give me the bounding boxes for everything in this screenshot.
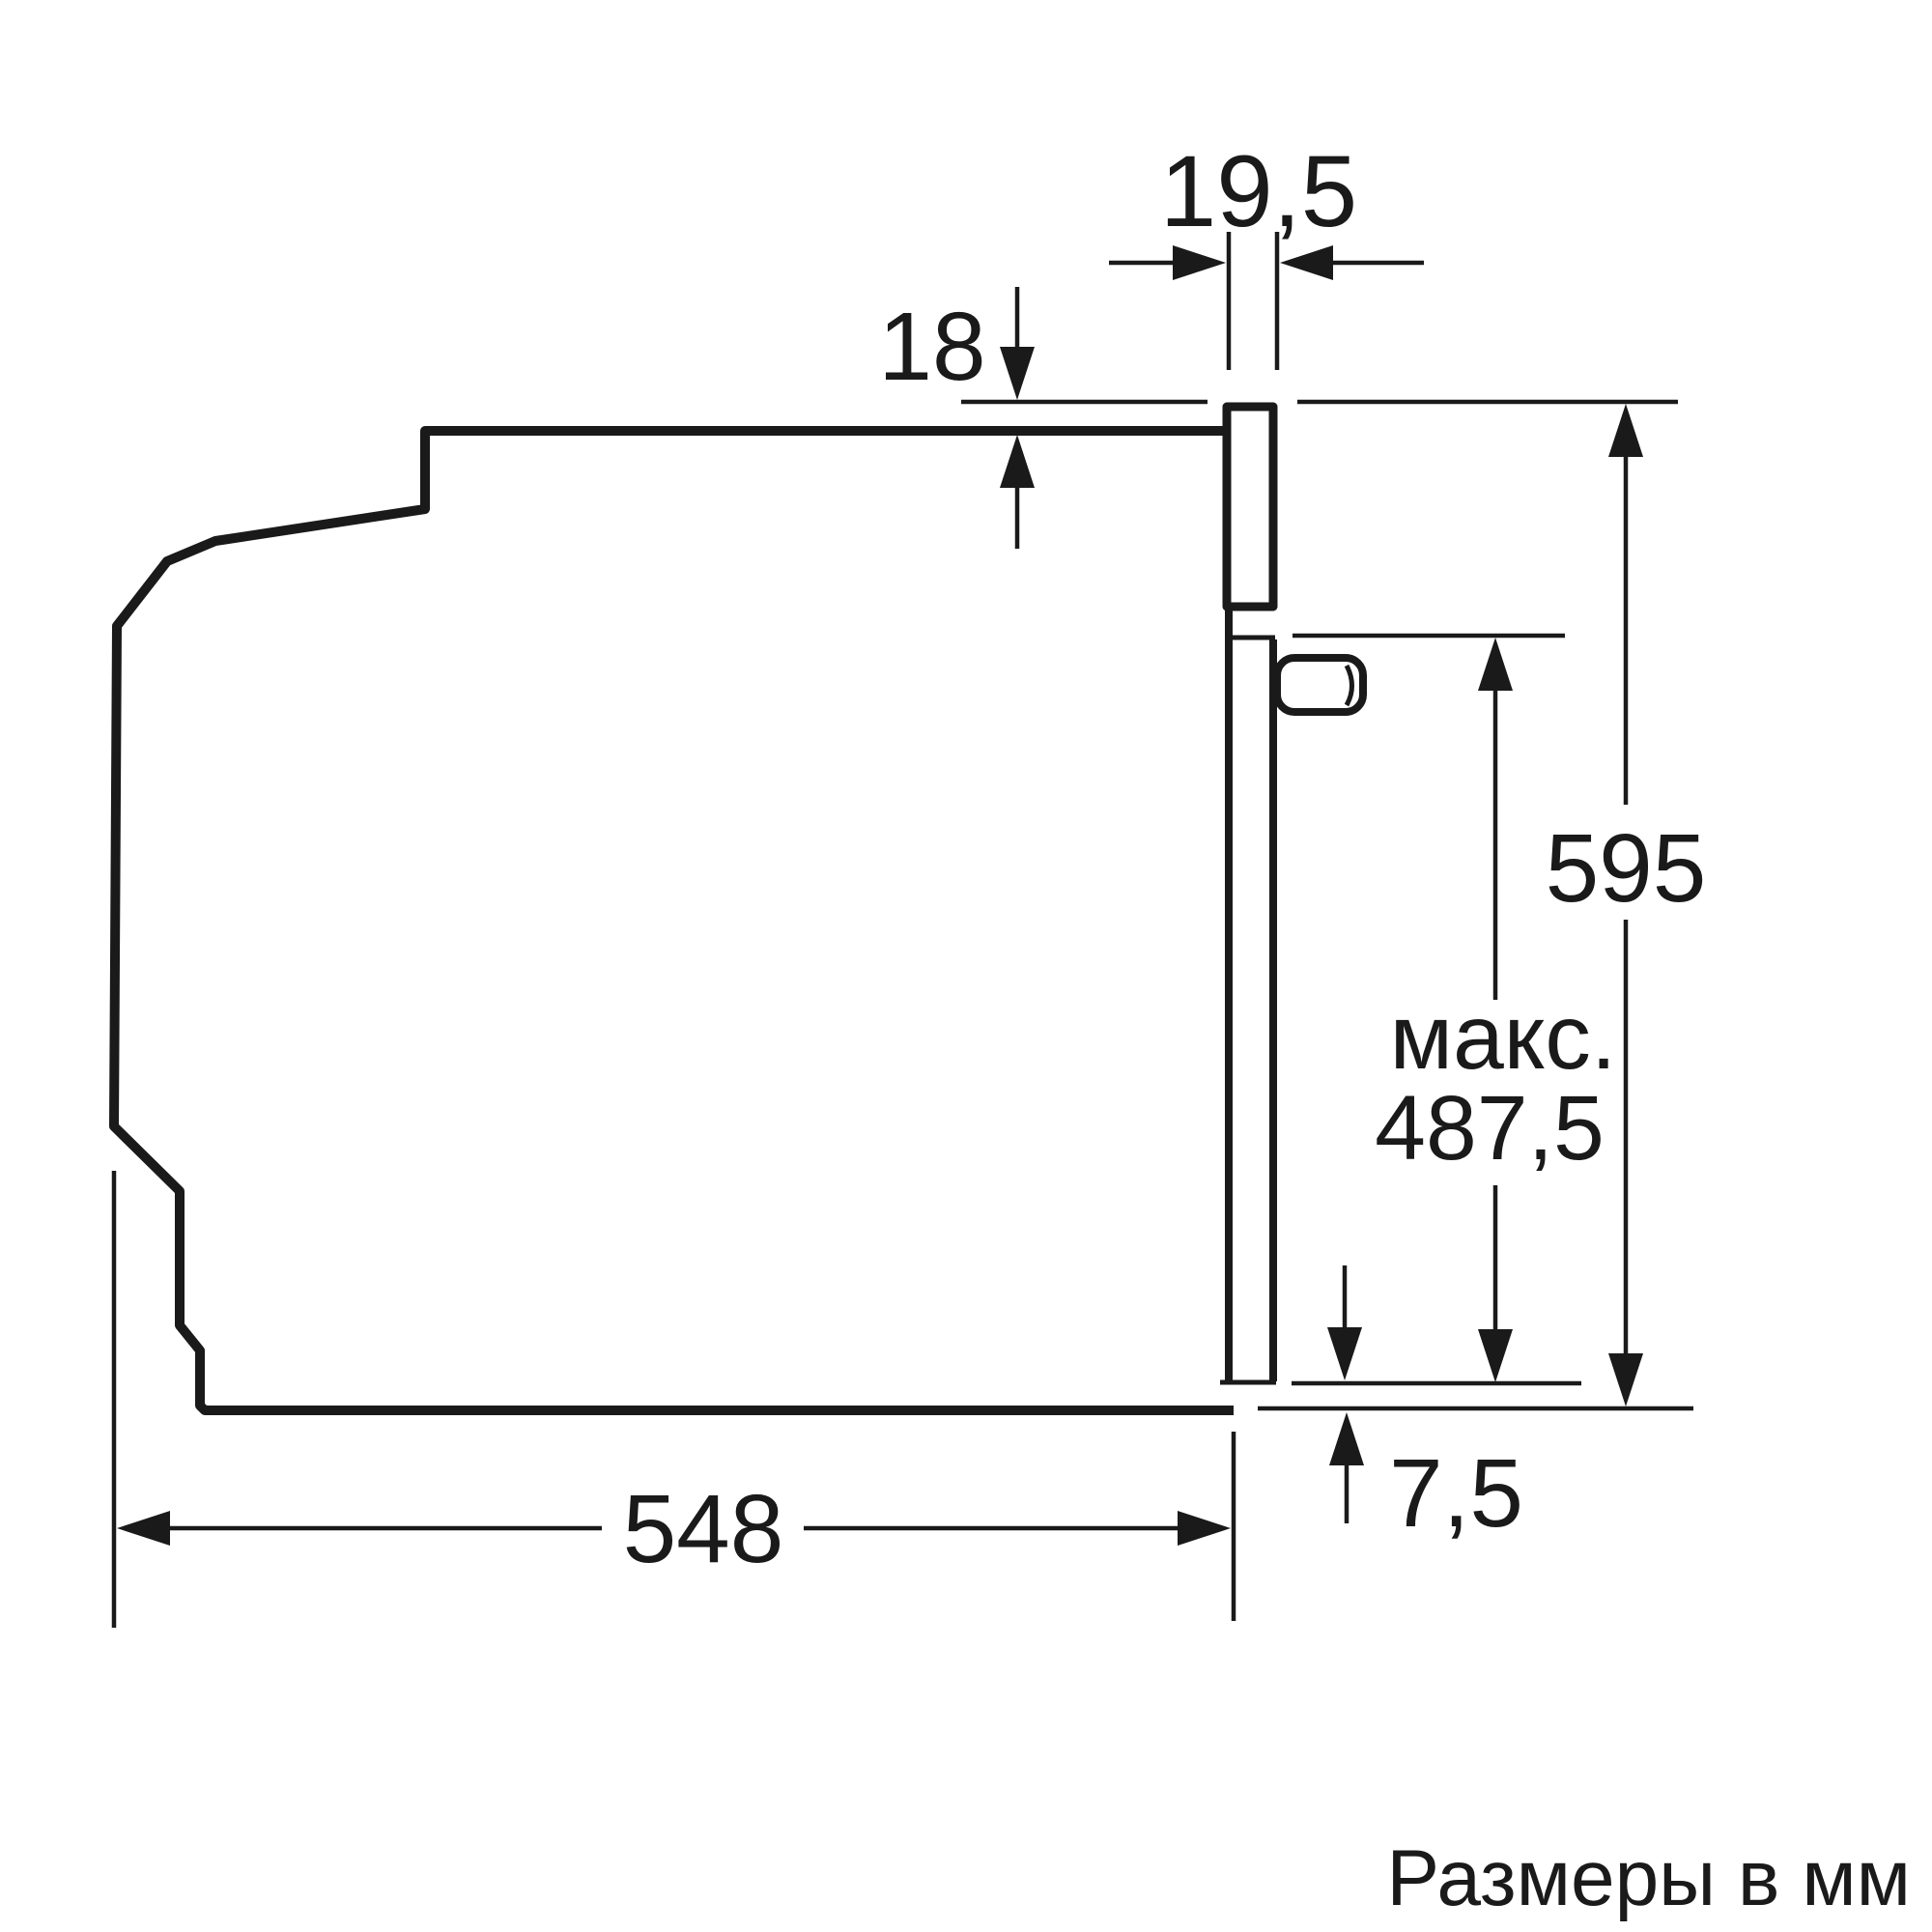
arrowhead-right: [1178, 1511, 1231, 1546]
arrowhead-down: [1327, 1327, 1362, 1380]
dimension-top-overhang: 18: [878, 287, 1035, 549]
dimension-depth: 548: [117, 1475, 1231, 1583]
dimension-max-height: макс. 487,5: [1375, 638, 1616, 1382]
dimension-label-depth: 548: [623, 1475, 784, 1583]
arrowhead-up: [1000, 435, 1035, 488]
dimension-label-max-value: 487,5: [1375, 1077, 1605, 1179]
arrowhead-right: [1173, 245, 1226, 280]
dimension-top-gap: 19,5: [1109, 135, 1424, 280]
arrowhead-up: [1608, 404, 1643, 457]
control-knob-cap-line: [1344, 664, 1354, 707]
dimension-label-height: 595: [1546, 814, 1707, 923]
dimension-label-bottom-gap: 7,5: [1389, 1439, 1523, 1548]
oven-body-outline: [109, 426, 1234, 1415]
arrowhead-down: [1000, 347, 1035, 400]
arrowhead-left: [1280, 245, 1333, 280]
arrowhead-up: [1478, 638, 1513, 691]
arrowhead-up: [1329, 1412, 1364, 1465]
units-note: Размеры в мм: [1386, 1834, 1911, 1922]
arrowhead-down: [1608, 1353, 1643, 1406]
control-knob: [1273, 654, 1367, 716]
arrowhead-down: [1478, 1329, 1513, 1382]
dimension-bottom-gap: 7,5: [1327, 1265, 1523, 1548]
arrowhead-left: [117, 1511, 170, 1546]
dimension-label-max-prefix: макс.: [1390, 986, 1617, 1089]
oven-door-panel: [1222, 402, 1278, 611]
dimension-height: 595: [1546, 404, 1707, 1406]
dimension-label-top-overhang: 18: [878, 293, 985, 401]
dimension-label-top-gap: 19,5: [1160, 135, 1357, 248]
